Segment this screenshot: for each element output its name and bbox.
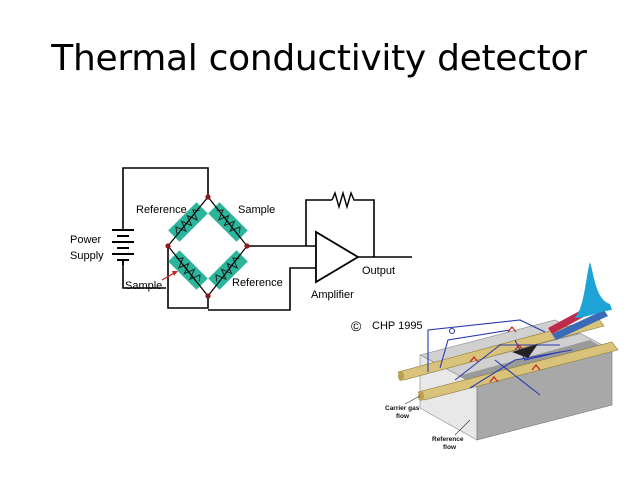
power-supply-battery: [112, 229, 134, 265]
detector-wiring: [427, 319, 573, 396]
label-reference-bottom: Reference: [232, 277, 283, 289]
sample-arrow: [161, 271, 178, 281]
slide-title: Thermal conductivity detector: [51, 38, 587, 79]
feedback-resistor: [331, 190, 356, 210]
label-carrier-gas-1: Carrier gas: [385, 405, 420, 412]
label-carrier-gas-2: flow: [396, 413, 410, 420]
label-reference-top: Reference: [136, 204, 187, 216]
label-amplifier: Amplifier: [311, 289, 354, 301]
circuit-wires: [122, 167, 412, 311]
flow-direction-icon: [512, 344, 538, 358]
copyright-text: CHP 1995: [372, 320, 423, 332]
label-reference-1: Reference: [432, 436, 464, 443]
detector-block: [419, 319, 613, 441]
bridge-nodes: [165, 194, 250, 299]
leader-reference: [454, 419, 471, 436]
filaments: [469, 326, 541, 383]
detector-peak-icon: [574, 262, 612, 318]
copyright-symbol: ©: [351, 318, 362, 334]
label-supply: Supply: [70, 250, 104, 262]
label-power: Power: [70, 234, 102, 246]
label-sample-bottom: Sample: [125, 280, 162, 292]
label-reference-2: flow: [443, 444, 457, 451]
label-output: Output: [362, 265, 395, 277]
label-sample-top: Sample: [238, 204, 275, 216]
amplifier-symbol: [315, 230, 360, 284]
leader-carrier-gas: [404, 395, 421, 405]
